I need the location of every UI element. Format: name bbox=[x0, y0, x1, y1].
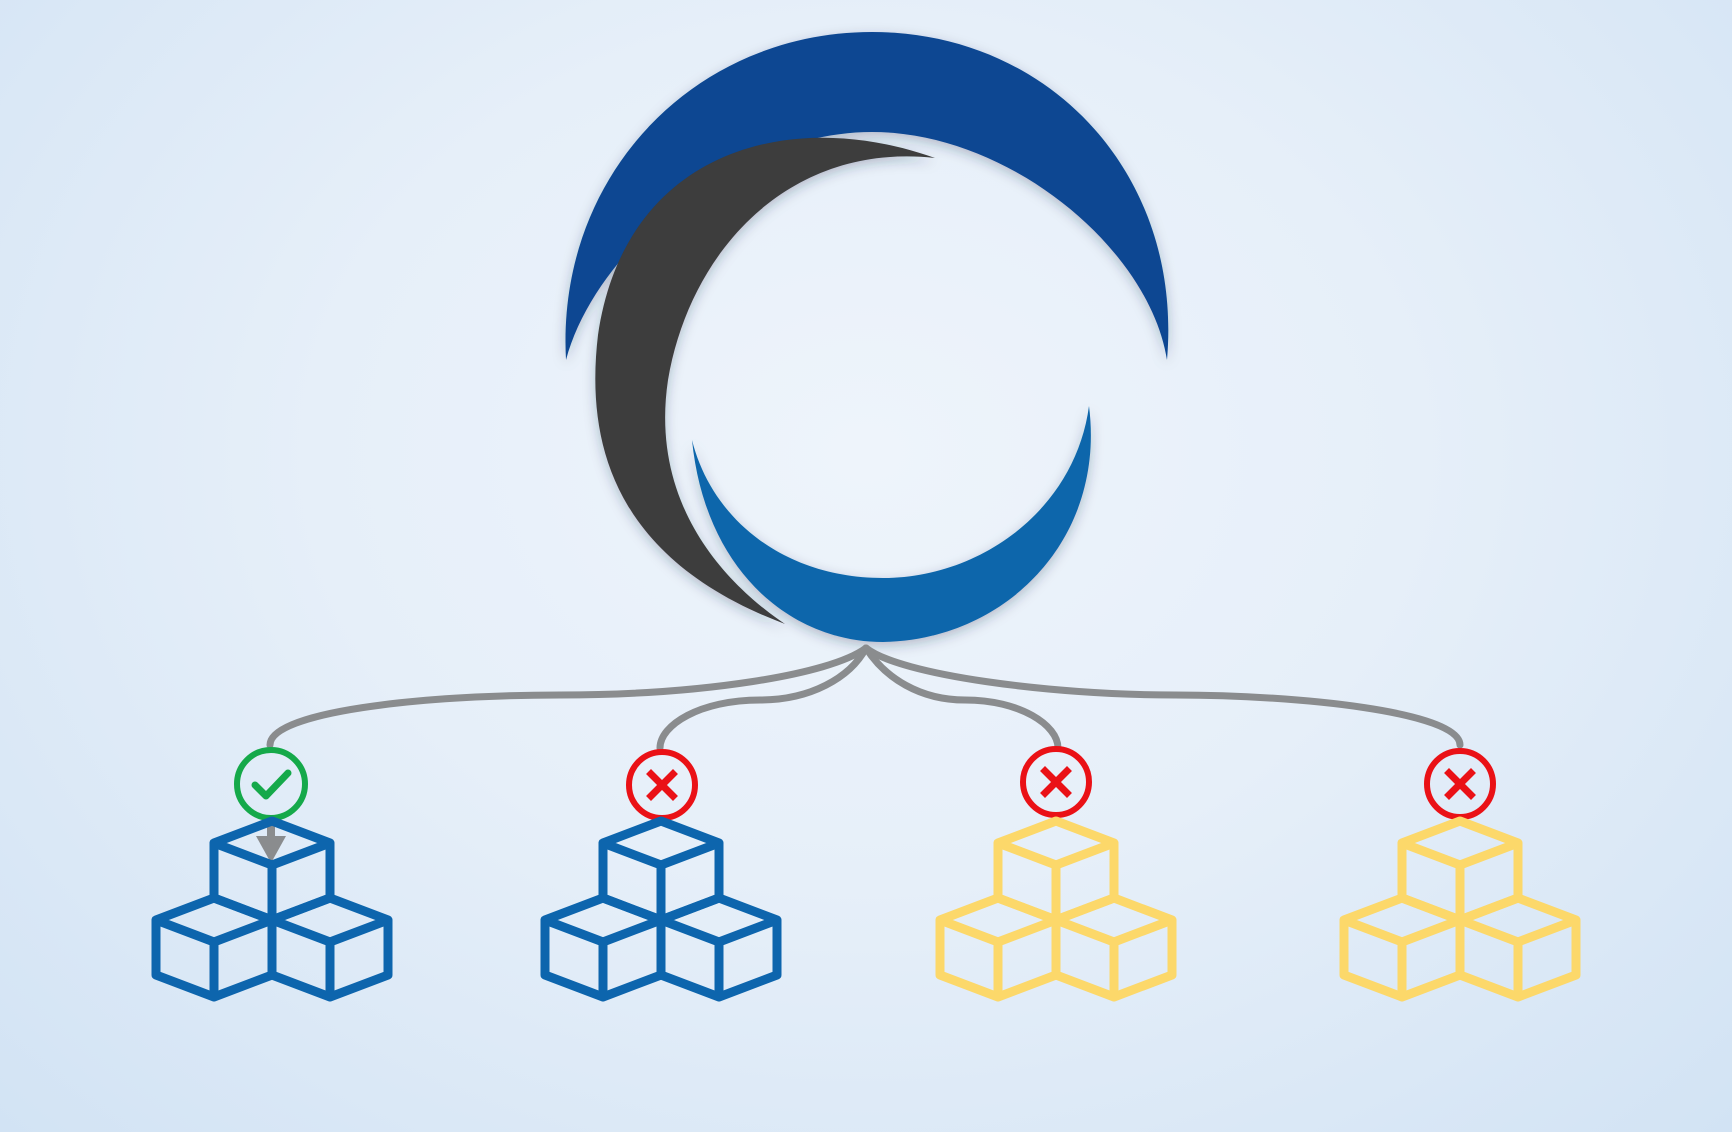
logo-middle-arc bbox=[595, 137, 935, 624]
cube-icon bbox=[540, 893, 666, 1002]
cube-icon bbox=[1051, 893, 1177, 1002]
connector-branch-4 bbox=[862, 644, 1464, 749]
cube-icon bbox=[151, 893, 277, 1002]
connector-lines bbox=[266, 644, 1464, 752]
cube-icon bbox=[656, 893, 782, 1002]
crescent-swirl-logo bbox=[565, 32, 1169, 642]
cube-icon bbox=[1455, 893, 1581, 1002]
connector-branch-2 bbox=[656, 644, 870, 752]
cube-stacks bbox=[151, 816, 1581, 1002]
logo-inner-arc bbox=[692, 406, 1091, 642]
cube-icon bbox=[267, 893, 393, 1002]
connector-branch-3 bbox=[862, 644, 1062, 752]
check-circle-icon bbox=[234, 747, 308, 821]
x-circle-icon bbox=[1424, 748, 1496, 820]
down-arrow-icon bbox=[256, 820, 286, 863]
x-circle-icon bbox=[1020, 746, 1092, 818]
cube-stack-icon bbox=[540, 816, 782, 1002]
cube-icon bbox=[1339, 893, 1465, 1002]
cube-stack-icon bbox=[151, 816, 393, 1002]
cube-stack-icon bbox=[935, 816, 1177, 1002]
cube-icon bbox=[935, 893, 1061, 1002]
connector-branch-1 bbox=[266, 644, 870, 749]
logo-outer-arc bbox=[565, 32, 1169, 360]
x-circle-icon bbox=[626, 749, 698, 821]
cube-stack-icon bbox=[1339, 816, 1581, 1002]
